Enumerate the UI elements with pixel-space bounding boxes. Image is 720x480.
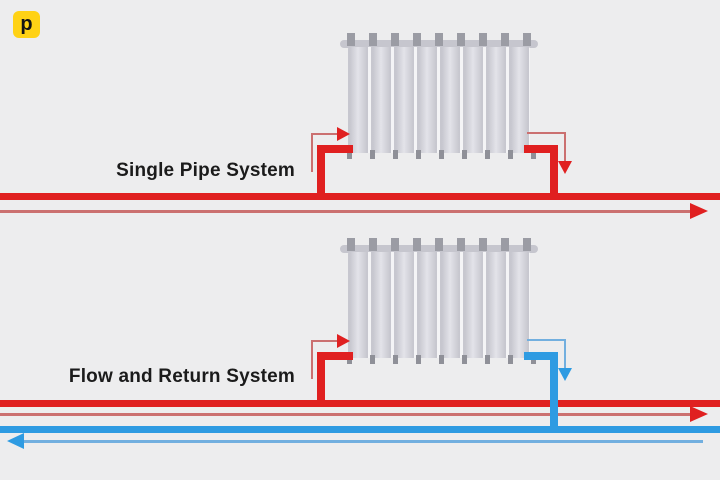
- return-branch-horizontal: [524, 352, 558, 360]
- inlet-arrow-horizontal: [311, 133, 339, 135]
- system-title-single-pipe: Single Pipe System: [116, 160, 295, 181]
- inlet-arrow-vertical: [311, 341, 313, 379]
- radiator-feet: [347, 150, 536, 159]
- return-direction-line: [24, 440, 703, 443]
- system-title-flow-return: Flow and Return System: [68, 366, 295, 387]
- outlet-arrow-horizontal: [527, 132, 566, 134]
- outlet-arrow-vertical: [564, 132, 566, 162]
- radiator-top: [340, 33, 538, 159]
- outlet-arrow-horizontal: [527, 339, 566, 341]
- outlet-arrowhead-icon: [558, 368, 572, 381]
- brand-logo-letter: p: [20, 12, 33, 35]
- outlet-arrow-vertical: [564, 339, 566, 369]
- inlet-arrowhead-icon: [337, 334, 350, 348]
- outlet-arrowhead-icon: [558, 161, 572, 174]
- main-flow-pipe: [0, 400, 720, 407]
- radiator-feet: [347, 355, 536, 364]
- return-pipe-horizontal: [524, 145, 558, 153]
- return-direction-arrowhead-icon: [7, 433, 24, 449]
- radiator-sections: [348, 252, 530, 358]
- radiator-bottom: [340, 238, 538, 364]
- supply-pipe-vertical: [317, 352, 325, 407]
- flow-direction-arrowhead-icon: [690, 203, 708, 219]
- supply-pipe-horizontal: [317, 352, 353, 360]
- flow-direction-line: [0, 413, 691, 416]
- radiator-valve-caps: [347, 238, 531, 251]
- inlet-arrow-horizontal: [311, 340, 339, 342]
- flow-direction-line: [0, 210, 691, 213]
- main-flow-pipe: [0, 193, 720, 200]
- main-return-pipe: [0, 426, 720, 433]
- radiator-sections: [348, 47, 530, 153]
- supply-pipe-vertical: [317, 145, 325, 200]
- brand-logo: p: [13, 11, 40, 38]
- flow-direction-arrowhead-icon: [690, 406, 708, 422]
- radiator-valve-caps: [347, 33, 531, 46]
- inlet-arrow-vertical: [311, 134, 313, 172]
- return-pipe-vertical: [550, 145, 558, 200]
- supply-pipe-horizontal: [317, 145, 353, 153]
- return-branch-vertical: [550, 352, 558, 433]
- inlet-arrowhead-icon: [337, 127, 350, 141]
